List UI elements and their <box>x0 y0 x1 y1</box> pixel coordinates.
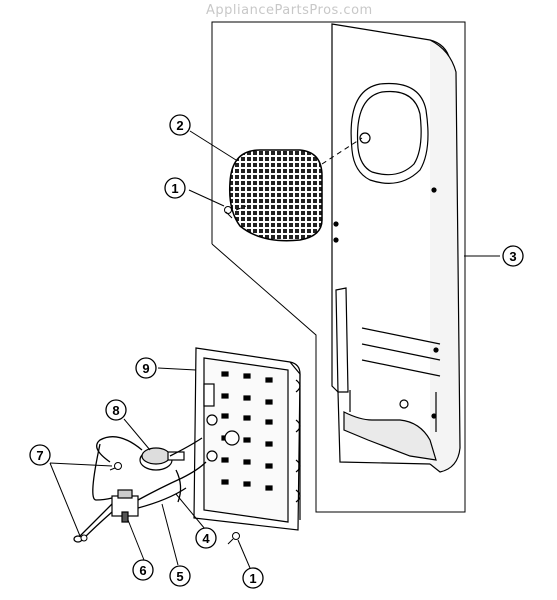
callout-1-top: 1 <box>164 177 186 199</box>
thermal-fuse <box>111 489 139 523</box>
screw-7b <box>80 534 88 542</box>
screw-7a <box>109 462 122 471</box>
callout-8: 8 <box>105 399 127 421</box>
callout-9-label: 9 <box>142 361 149 376</box>
screws <box>80 206 240 545</box>
callouts: 1 2 3 9 8 7 4 6 <box>29 114 524 589</box>
vent-screen <box>228 149 323 242</box>
callout-4: 4 <box>195 527 217 549</box>
callout-2: 2 <box>169 114 191 136</box>
thermostat <box>139 447 185 471</box>
heater-plate <box>193 347 301 531</box>
screw-top <box>224 206 233 219</box>
callout-2-label: 2 <box>176 118 183 133</box>
callout-1-top-label: 1 <box>171 181 178 196</box>
callout-1-bottom-label: 1 <box>249 571 256 586</box>
callout-9: 9 <box>135 357 157 379</box>
callout-7: 7 <box>29 444 51 466</box>
screw-bottom <box>227 532 240 545</box>
callout-1-bottom: 1 <box>242 567 264 589</box>
outline-box <box>211 21 466 513</box>
callout-6: 6 <box>132 559 154 581</box>
callout-3-label: 3 <box>509 249 516 264</box>
rear-duct-panel <box>331 23 461 473</box>
callout-6-label: 6 <box>139 563 146 578</box>
callout-7-label: 7 <box>36 448 43 463</box>
callout-3: 3 <box>502 245 524 267</box>
callout-5-label: 5 <box>176 569 183 584</box>
callout-4-label: 4 <box>202 531 210 546</box>
callout-8-label: 8 <box>112 403 119 418</box>
wire-harness <box>73 436 207 543</box>
leader-lines <box>49 130 500 569</box>
callout-5: 5 <box>169 565 191 587</box>
watermark: AppliancePartsPros.com <box>206 3 373 18</box>
